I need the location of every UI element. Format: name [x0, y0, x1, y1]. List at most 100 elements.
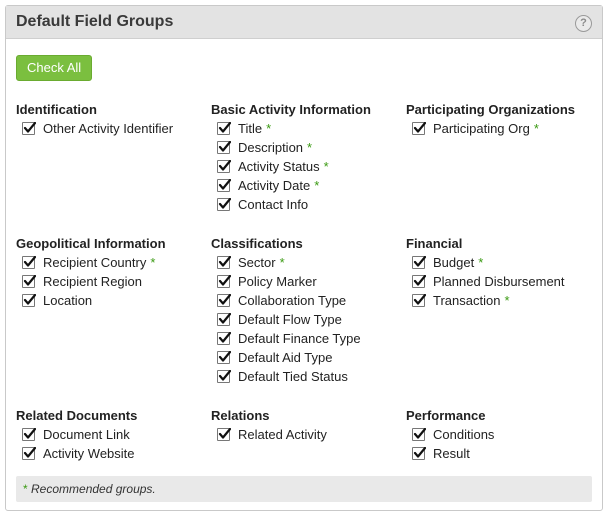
recommended-star: *: [279, 255, 285, 270]
field-activity-date[interactable]: Activity Date*: [211, 176, 371, 195]
field-activity-website[interactable]: Activity Website: [16, 444, 137, 463]
field-label: Location: [43, 293, 93, 308]
check-mark-icon: [218, 256, 231, 267]
checkbox[interactable]: [412, 294, 426, 307]
checkbox[interactable]: [217, 198, 231, 211]
field-label: Result: [433, 446, 470, 461]
recommended-star: *: [533, 121, 539, 136]
field-activity-status[interactable]: Activity Status*: [211, 157, 371, 176]
field-default-aid-type[interactable]: Default Aid Type: [211, 348, 361, 367]
field-collaboration-type[interactable]: Collaboration Type: [211, 291, 361, 310]
check-mark-icon: [218, 370, 231, 381]
field-default-tied-status[interactable]: Default Tied Status: [211, 367, 361, 386]
checkbox[interactable]: [412, 122, 426, 135]
group-title: Financial: [406, 236, 463, 251]
checkbox[interactable]: [412, 256, 426, 269]
checkbox[interactable]: [217, 332, 231, 345]
check-mark-icon: [413, 447, 426, 458]
check-mark-icon: [413, 294, 426, 305]
group-title: Performance: [406, 408, 486, 423]
field-label: Default Tied Status: [238, 369, 348, 384]
field-recipient-country[interactable]: Recipient Country*: [16, 253, 166, 272]
checkbox[interactable]: [412, 428, 426, 441]
check-mark-icon: [218, 122, 231, 133]
check-mark-icon: [218, 332, 231, 343]
checkbox[interactable]: [217, 141, 231, 154]
field-title[interactable]: Title*: [211, 119, 371, 138]
group-title: Participating Organizations: [406, 102, 576, 117]
recommended-note-text: Recommended groups.: [31, 482, 156, 496]
field-sector[interactable]: Sector*: [211, 253, 361, 272]
check-mark-icon: [23, 256, 36, 267]
check-all-button[interactable]: Check All: [16, 55, 93, 81]
recommended-note: * Recommended groups.: [16, 476, 592, 502]
group-title: Classifications: [211, 236, 303, 251]
check-mark-icon: [218, 313, 231, 324]
checkbox[interactable]: [217, 428, 231, 441]
field-participating-org[interactable]: Participating Org*: [406, 119, 575, 138]
panel-title: Default Field Groups: [16, 13, 174, 30]
check-mark-icon: [23, 447, 36, 458]
field-label: Activity Date: [238, 178, 311, 193]
checkbox[interactable]: [217, 351, 231, 364]
recommended-star: *: [314, 178, 320, 193]
panel-header: Default Field Groups ?: [6, 6, 602, 39]
field-transaction[interactable]: Transaction*: [406, 291, 565, 310]
field-location[interactable]: Location: [16, 291, 166, 310]
field-related-activity[interactable]: Related Activity: [211, 425, 327, 444]
field-label: Sector: [238, 255, 276, 270]
checkbox[interactable]: [217, 179, 231, 192]
field-contact-info[interactable]: Contact Info: [211, 195, 371, 214]
field-label: Default Flow Type: [238, 312, 342, 327]
checkbox[interactable]: [22, 294, 36, 307]
group-title: Basic Activity Information: [211, 102, 371, 117]
checkbox[interactable]: [217, 160, 231, 173]
recommended-star: *: [504, 293, 510, 308]
recommended-marker: *: [23, 482, 28, 496]
checkbox[interactable]: [412, 275, 426, 288]
field-default-finance-type[interactable]: Default Finance Type: [211, 329, 361, 348]
checkbox[interactable]: [217, 275, 231, 288]
checkbox[interactable]: [217, 122, 231, 135]
default-field-groups-panel: Default Field Groups ? Check All Identif…: [5, 5, 603, 511]
field-label: Other Activity Identifier: [43, 121, 174, 136]
field-conditions[interactable]: Conditions: [406, 425, 494, 444]
check-mark-icon: [413, 428, 426, 439]
checkbox[interactable]: [217, 313, 231, 326]
checkbox[interactable]: [217, 294, 231, 307]
checkbox[interactable]: [22, 447, 36, 460]
field-other-activity-identifier[interactable]: Other Activity Identifier: [16, 119, 173, 138]
field-recipient-region[interactable]: Recipient Region: [16, 272, 166, 291]
field-default-flow-type[interactable]: Default Flow Type: [211, 310, 361, 329]
check-mark-icon: [218, 351, 231, 362]
field-label: Contact Info: [238, 197, 309, 212]
field-description[interactable]: Description*: [211, 138, 371, 157]
field-policy-marker[interactable]: Policy Marker: [211, 272, 361, 291]
check-mark-icon: [23, 428, 36, 439]
check-mark-icon: [413, 122, 426, 133]
checkbox[interactable]: [22, 275, 36, 288]
checkbox[interactable]: [412, 447, 426, 460]
field-budget[interactable]: Budget*: [406, 253, 565, 272]
field-label: Recipient Region: [43, 274, 143, 289]
field-result[interactable]: Result: [406, 444, 494, 463]
field-label: Planned Disbursement: [433, 274, 565, 289]
checkbox[interactable]: [217, 256, 231, 269]
field-planned-disbursement[interactable]: Planned Disbursement: [406, 272, 565, 291]
field-document-link[interactable]: Document Link: [16, 425, 137, 444]
checkbox[interactable]: [22, 256, 36, 269]
field-label: Default Aid Type: [238, 350, 333, 365]
help-icon[interactable]: ?: [575, 15, 592, 32]
checkbox[interactable]: [217, 370, 231, 383]
checkbox[interactable]: [22, 122, 36, 135]
field-label: Activity Status: [238, 159, 320, 174]
field-label: Recipient Country: [43, 255, 147, 270]
check-mark-icon: [218, 294, 231, 305]
field-label: Budget: [433, 255, 475, 270]
group-title: Identification: [16, 102, 97, 117]
checkbox[interactable]: [22, 428, 36, 441]
